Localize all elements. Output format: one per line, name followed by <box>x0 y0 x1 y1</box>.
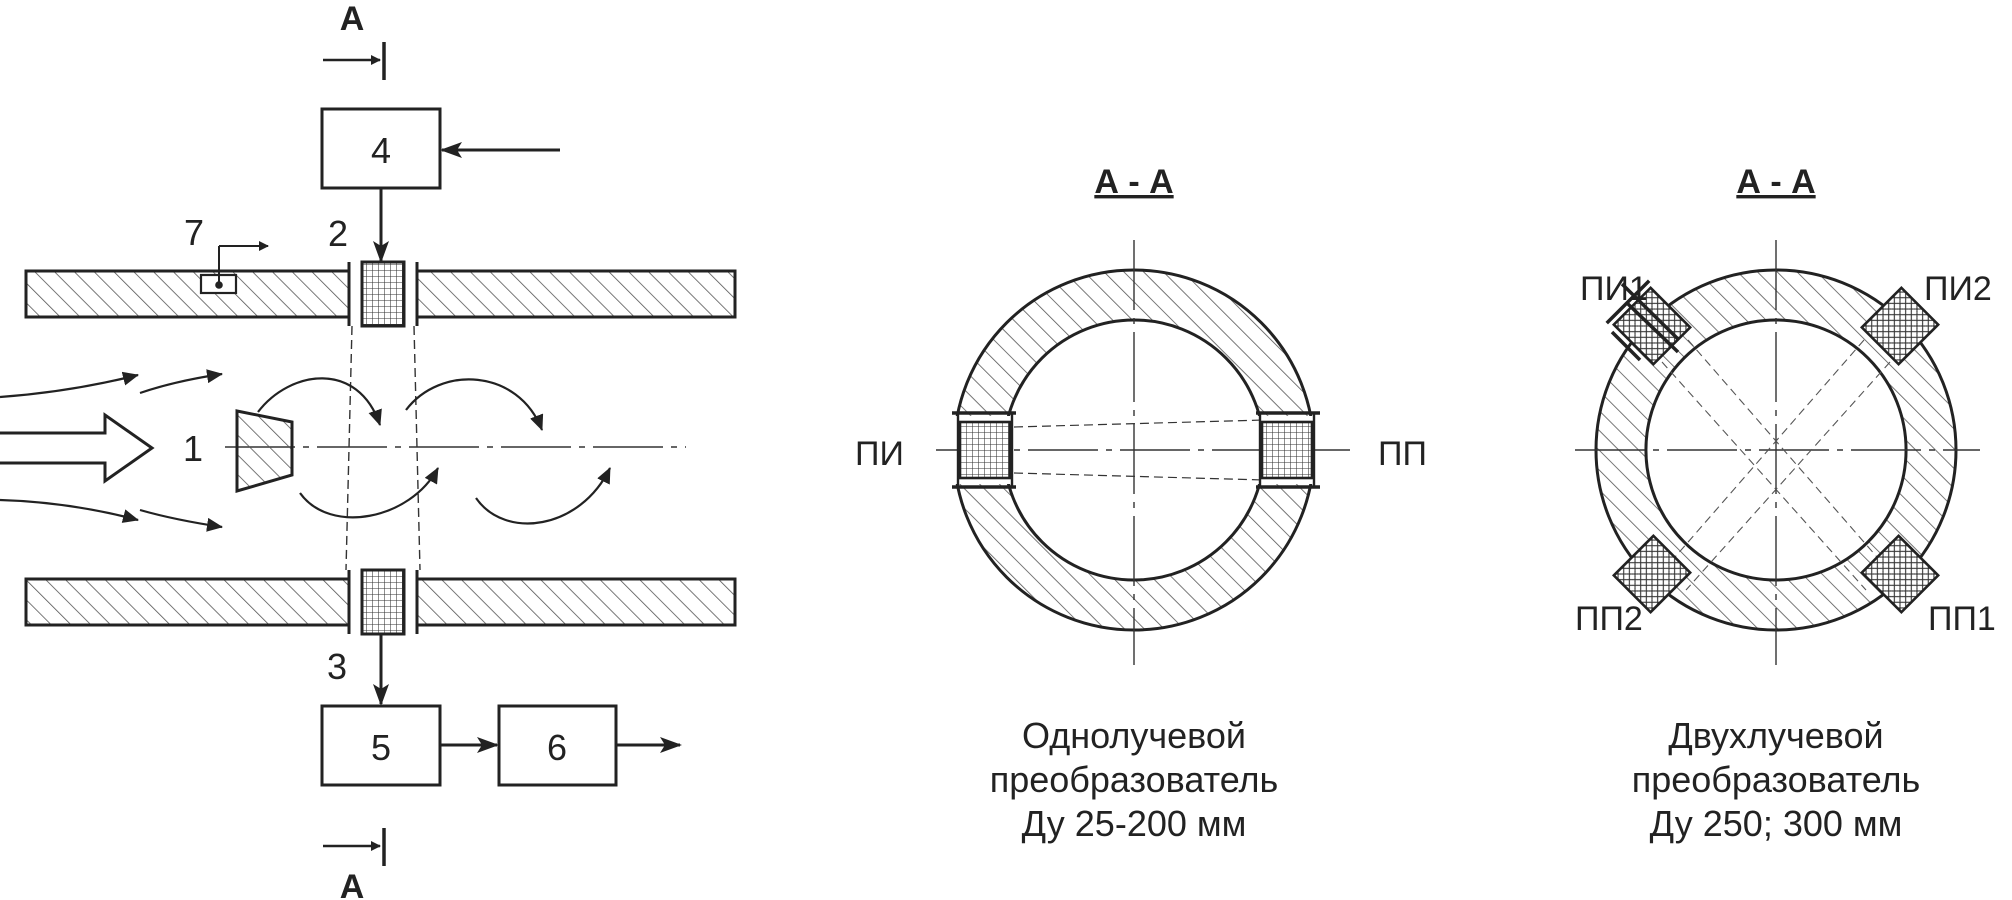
single-beam-emitter-label: ПИ <box>855 435 904 473</box>
vortex-bottom-2 <box>475 467 611 525</box>
streamline-bottom-1 <box>0 498 139 523</box>
label-amplifier: 5 <box>371 727 391 768</box>
single-beam-caption-line3: Ду 25-200 мм <box>1022 803 1247 844</box>
emitter-transducer <box>347 260 419 328</box>
section-letter-bottom: A <box>340 868 365 900</box>
label-vortex-body: 1 <box>183 428 203 469</box>
double-beam-caption-line3: Ду 250; 300 мм <box>1650 803 1903 844</box>
single-beam-receiver-label: ПП <box>1378 435 1427 473</box>
double-beam-receiver2-label: ПП2 <box>1575 600 1643 638</box>
single-beam-emitter <box>952 411 1016 489</box>
single-beam-caption-line2: преобразователь <box>990 759 1279 800</box>
double-beam-transducer-edges <box>1610 282 1680 362</box>
pipe-wall-bottom-left <box>24 577 351 627</box>
pipe-wall-top-right <box>415 269 737 319</box>
double-beam-title: А - А <box>1736 163 1815 201</box>
receiver-transducer <box>347 568 419 636</box>
vortex-bottom-1 <box>299 467 439 519</box>
double-beam-caption-line2: преобразователь <box>1632 759 1921 800</box>
double-beam-emitter1-label: ПИ1 <box>1580 270 1648 308</box>
inlet-flow-arrow <box>0 412 155 484</box>
amplifier-block <box>320 704 442 787</box>
vortex-top-1 <box>257 377 382 426</box>
pipe-wall-bottom-right <box>415 577 737 627</box>
double-beam-emitter2-label: ПИ2 <box>1924 270 1992 308</box>
double-beam-receiver-2 <box>1611 533 1693 615</box>
pipe-wall-top-left <box>24 269 351 319</box>
label-processor: 6 <box>547 727 567 768</box>
beam-left-edge <box>345 325 353 571</box>
section-mark-top <box>323 42 386 80</box>
single-beam-receiver <box>1256 411 1320 489</box>
single-beam-caption-line1: Однолучевой <box>1022 715 1246 756</box>
beam-right-edge <box>413 325 421 571</box>
label-generator: 4 <box>371 130 391 171</box>
label-sensor: 7 <box>184 212 204 253</box>
sensor <box>199 241 269 295</box>
double-beam-emitter-2 <box>1859 285 1941 367</box>
single-beam-title: А - А <box>1094 163 1173 201</box>
streamline-top-2 <box>139 369 223 395</box>
double-beam-section: А - А ПИ1 ПИ2 ПП2 <box>1575 163 1996 844</box>
streamline-top-1 <box>0 371 139 399</box>
double-beam-receiver-1 <box>1859 533 1941 615</box>
bluff-body <box>235 409 294 493</box>
main-view: A A 4 5 6 2 3 7 1 <box>0 0 737 900</box>
double-beam-caption-line1: Двухлучевой <box>1668 715 1883 756</box>
label-receiver: 3 <box>327 646 347 687</box>
label-emitter: 2 <box>328 213 348 254</box>
vortex-top-2 <box>405 378 544 431</box>
section-letter-top: A <box>340 0 365 38</box>
streamline-bottom-2 <box>139 508 223 532</box>
single-beam-section: А - А ПИ ПП Однолучевой <box>855 163 1427 844</box>
double-beam-receiver1-label: ПП1 <box>1928 600 1996 638</box>
section-mark-bottom <box>323 828 386 866</box>
